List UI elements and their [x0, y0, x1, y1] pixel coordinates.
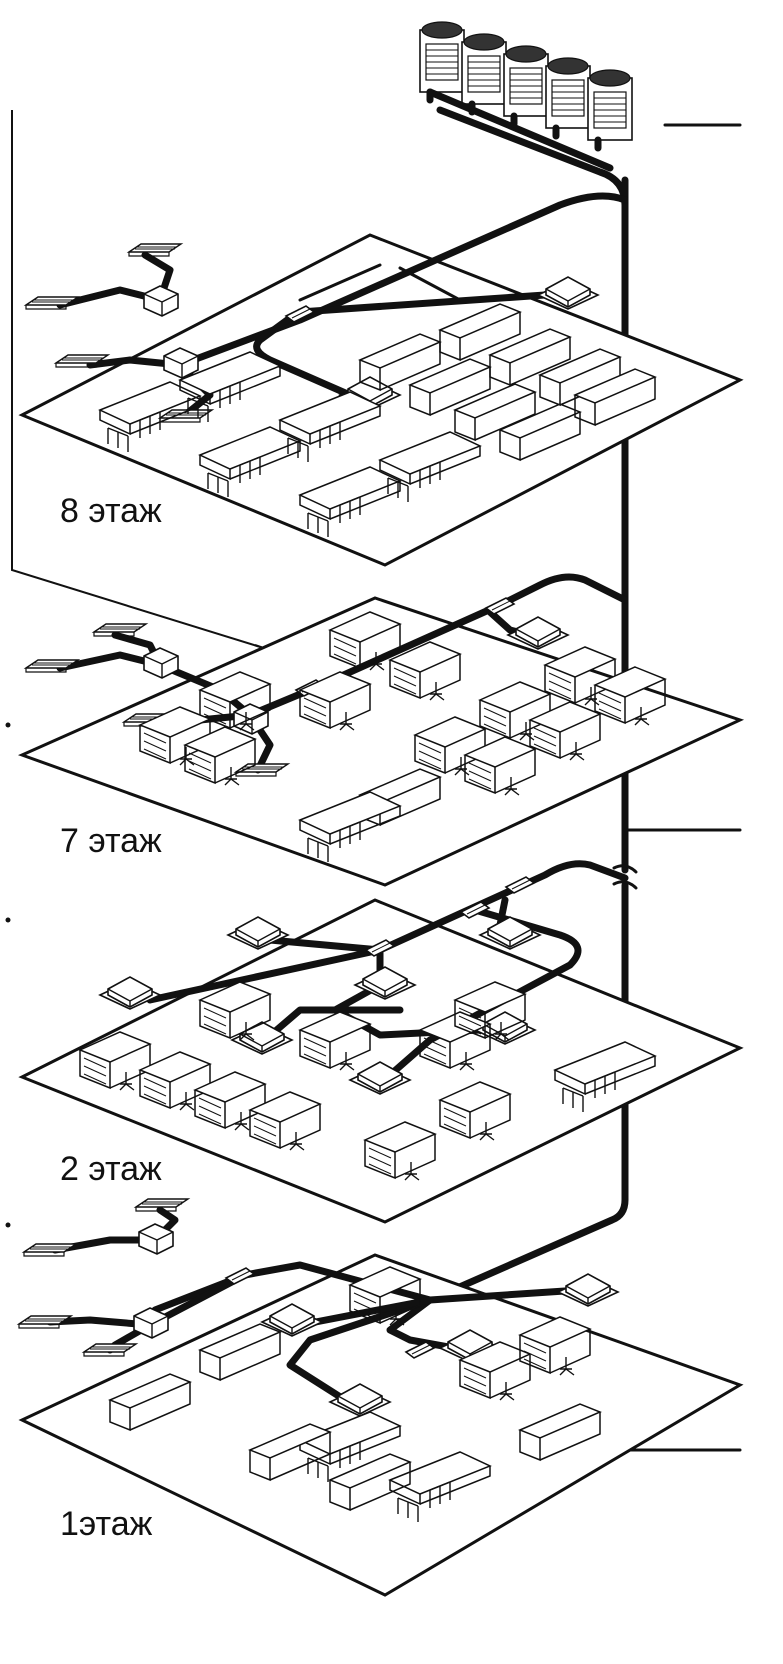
floor-2: 2 этаж: [22, 864, 740, 1222]
floor-7-label: 7 этаж: [60, 822, 162, 860]
control-wiring-right: [625, 125, 740, 1450]
cassette-unit-icon: [558, 1274, 618, 1306]
floor-8: 8 этаж: [22, 196, 740, 565]
floor-2-label: 2 этаж: [60, 1150, 162, 1188]
grille-icon: [26, 297, 78, 309]
cassette-unit-icon: [100, 977, 160, 1009]
refnet-joint-icon: [506, 877, 534, 893]
grille-icon: [24, 1244, 76, 1256]
grille-icon: [19, 1316, 71, 1328]
refnet-joint-icon: [226, 1268, 254, 1284]
cassette-unit-icon: [480, 917, 540, 949]
floor-1: 1этаж: [19, 1199, 740, 1595]
floor-7: 7 этаж: [22, 577, 740, 885]
floor-8-label: 8 этаж: [60, 492, 162, 530]
outdoor-unit: [420, 22, 632, 140]
grille-icon: [84, 1344, 136, 1356]
floor-1-label: 1этаж: [60, 1505, 153, 1543]
grille-icon: [129, 244, 181, 256]
duct-unit-icon: [144, 286, 178, 316]
grille-icon: [26, 660, 78, 672]
refnet-joint-icon: [486, 598, 514, 614]
